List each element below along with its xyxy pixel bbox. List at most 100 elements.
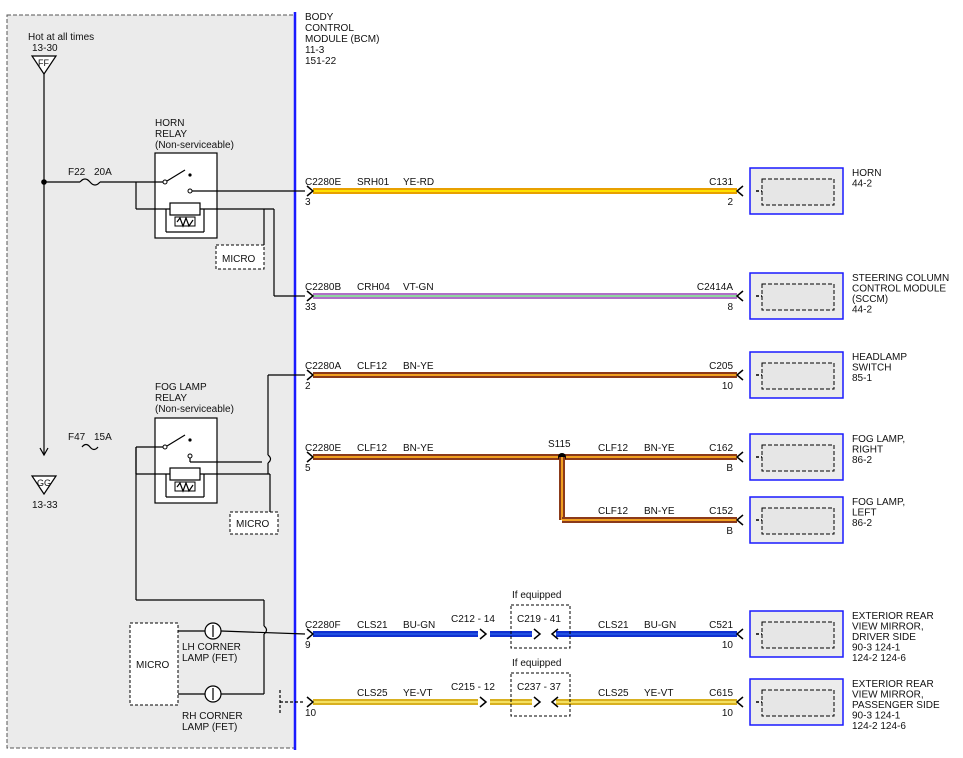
ff-connector-icon <box>30 55 58 76</box>
fog-relay-label-1: FOG LAMP <box>155 382 207 393</box>
wire-color-label: YE-RD <box>403 177 434 188</box>
relay-coil-icon <box>169 467 201 481</box>
component-label: SWITCH <box>852 363 891 374</box>
component-label: EXTERIOR REAR <box>852 679 934 690</box>
rh-lamp-label-1: RH CORNER <box>182 711 243 722</box>
optional-connector-label: C237 - 37 <box>517 682 561 693</box>
connector-arrow-icon <box>550 628 559 640</box>
bcm-title-3: MODULE (BCM) <box>305 34 379 45</box>
wire-color-label: BN-YE <box>644 506 675 517</box>
gg-connector-icon <box>30 475 58 496</box>
fog-relay-label-3: (Non-serviceable) <box>155 404 234 415</box>
circuit-label: SRH01 <box>357 177 390 188</box>
bcm-pin-label: 5 <box>305 463 311 474</box>
component-label: DRIVER SIDE <box>852 632 916 643</box>
lh-lamp-label-2: LAMP (FET) <box>182 653 237 664</box>
component-label: RIGHT <box>852 445 883 456</box>
fuse2-amp: 15A <box>94 432 112 443</box>
wire-color-label: YE-VT <box>403 688 432 699</box>
component-pin-label: 8 <box>727 302 733 313</box>
component-label: EXTERIOR REAR <box>852 611 934 622</box>
component-label: 86-2 <box>852 518 872 529</box>
component-connector-label: C162 <box>709 443 733 454</box>
if-equipped-label: If equipped <box>512 658 562 669</box>
connector-arrow-icon <box>306 696 315 708</box>
bcm-connector-label: C2280F <box>305 620 341 631</box>
circuit-label: CLF12 <box>598 443 628 454</box>
component-inner-box <box>761 444 835 472</box>
lh-lamp-label-1: LH CORNER <box>182 642 241 653</box>
component-label: 124-2 124-6 <box>852 653 906 664</box>
bcm-connector-label: C2280B <box>305 282 341 293</box>
power-ref-top: 13-30 <box>32 43 58 54</box>
wire-color-label: BU-GN <box>403 620 435 631</box>
component-label: (SCCM) <box>852 294 888 305</box>
fog-lamp-relay: FOG LAMP RELAY (Non-serviceable) MICRO <box>135 374 305 694</box>
inline-connector-label: C215 - 12 <box>451 682 495 693</box>
rh-lamp-label-2: LAMP (FET) <box>182 722 237 733</box>
component-inner-box <box>761 621 835 649</box>
bcm-pin-label: 10 <box>305 708 317 719</box>
optional-connector-label: C219 - 41 <box>517 614 561 625</box>
optional-connector-box <box>510 604 571 649</box>
bcm-pin-label: 2 <box>305 381 311 392</box>
component-connector-label: C152 <box>709 506 733 517</box>
circuit-label: CLS21 <box>357 620 388 631</box>
wire-color-label: VT-GN <box>403 282 434 293</box>
connector-arrow-icon <box>735 451 744 463</box>
bcm-module: BODY CONTROL MODULE (BCM) 11-3 151-22 <box>6 12 379 750</box>
component-pin-label: 10 <box>722 708 734 719</box>
component-inner-box <box>761 689 835 717</box>
connector-arrow-icon <box>735 628 744 640</box>
horn-relay: HORN RELAY (Non-serviceable) MICRO <box>135 118 305 297</box>
connector-arrow-icon <box>550 696 559 708</box>
splice-label: S115 <box>548 439 571 450</box>
circuit-label: CLF12 <box>357 443 387 454</box>
component-connector-label: C205 <box>709 361 733 372</box>
bcm-ref-2: 151-22 <box>305 56 337 67</box>
component-label: VIEW MIRROR, <box>852 622 924 633</box>
component-pin-label: B <box>726 463 733 474</box>
component-pin-label: 10 <box>722 381 734 392</box>
hot-at-all-times-label: Hot at all times <box>28 32 94 43</box>
component-inner-box <box>761 507 835 535</box>
power-feed: Hot at all times 13-30 FF GG 13-33 F22 2… <box>28 32 136 511</box>
component-connector-label: C131 <box>709 177 733 188</box>
wire-color-label: BN-YE <box>403 443 434 454</box>
bcm-ref-1: 11-3 <box>305 45 325 56</box>
connector-arrow-icon <box>306 369 315 381</box>
wire-color-label: BU-GN <box>644 620 676 631</box>
fuse-icon <box>81 443 99 451</box>
component-label: 90-3 124-1 <box>852 643 901 654</box>
power-ref-bottom: 13-33 <box>32 500 58 511</box>
component-connector-label: C2414A <box>697 282 733 293</box>
circuit-label: CLS21 <box>598 620 629 631</box>
inline-connector-label: C212 - 14 <box>451 614 495 625</box>
fuse-icon <box>79 178 101 186</box>
component-inner-box <box>761 283 835 311</box>
bcm-pin-label: 3 <box>305 197 311 208</box>
wire-color-label: BN-YE <box>644 443 675 454</box>
component-label: HORN <box>852 168 881 179</box>
connector-arrow-icon <box>735 290 744 302</box>
connector-arrow-icon <box>306 185 315 197</box>
bcm-title-1: BODY <box>305 12 334 23</box>
fuse1-amp: 20A <box>94 167 112 178</box>
component-label: CONTROL MODULE <box>852 284 946 295</box>
wire-color-label: YE-VT <box>644 688 673 699</box>
connector-arrow-icon <box>533 696 542 708</box>
component-inner-box <box>761 362 835 390</box>
component-label: 85-1 <box>852 373 872 384</box>
component-label: FOG LAMP, <box>852 434 905 445</box>
component-label: LEFT <box>852 508 876 519</box>
component-label: STEERING COLUMN <box>852 273 949 284</box>
ff-label: FF <box>38 58 49 68</box>
